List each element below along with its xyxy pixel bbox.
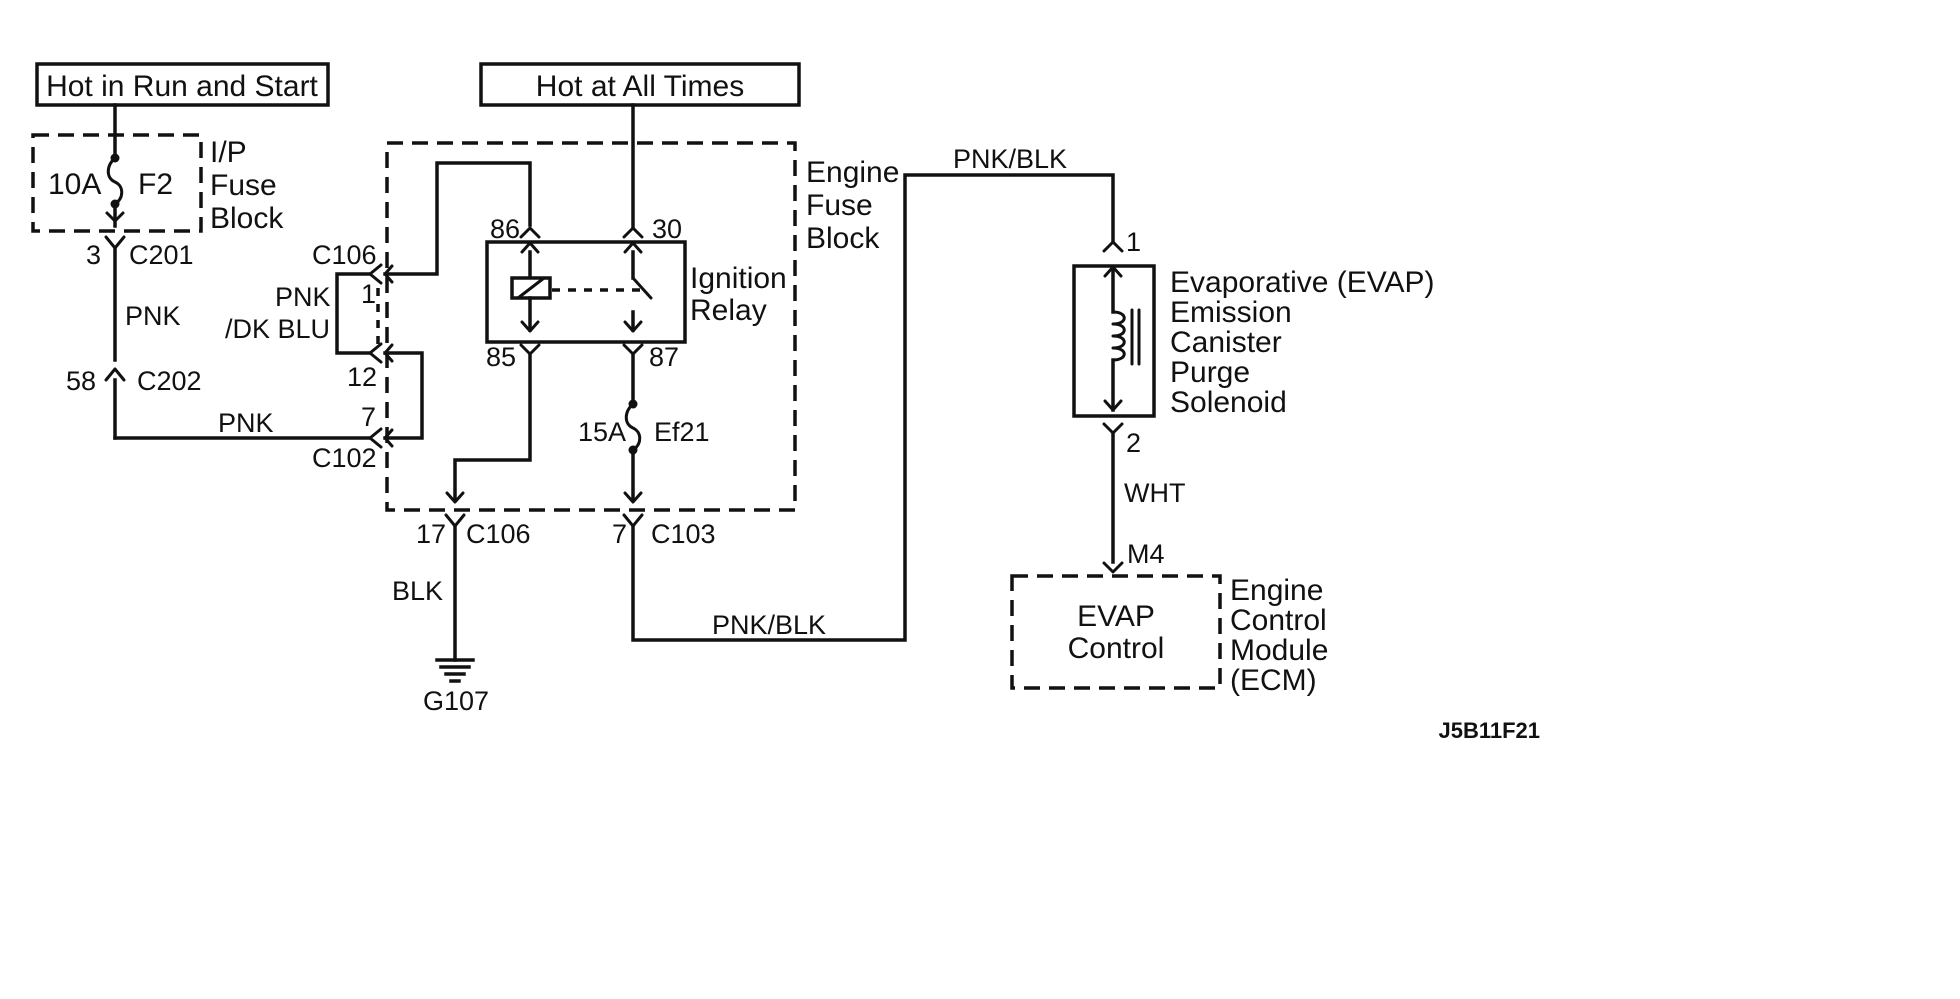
- ip-fuse-block-label-1: I/P: [210, 136, 247, 169]
- engine-fuse-block-label-2: Fuse: [806, 189, 873, 222]
- solenoid-coil-icon: [1111, 310, 1126, 362]
- c103-label: C103: [651, 519, 716, 549]
- c106-top-label: C106: [312, 240, 377, 270]
- solenoid-label-5: Solenoid: [1170, 386, 1287, 419]
- ecm-pin-m4: M4: [1127, 539, 1165, 569]
- engine-fuse-block-label-3: Block: [806, 222, 880, 255]
- c201-label: C201: [129, 240, 194, 270]
- power-all-times: Hot at All Times: [479, 62, 801, 107]
- c202-label: C202: [137, 366, 202, 396]
- ecm-inner-2: Control: [1068, 632, 1165, 665]
- c103-pin: 7: [612, 519, 627, 549]
- fuse-ef21-amps: 15A: [578, 417, 626, 447]
- relay-pin-85: 85: [486, 342, 516, 372]
- c106-bottom-label: C106: [466, 519, 531, 549]
- ip-fuse-block-label-2: Fuse: [210, 169, 277, 202]
- fuse-f2-icon: [106, 156, 124, 206]
- wire-pnk-dkblu-1: PNK: [275, 282, 331, 312]
- power-all-times-label: Hot at All Times: [536, 70, 744, 103]
- ecm-label-3: Module: [1230, 634, 1328, 667]
- fuse-f2-id: F2: [138, 168, 173, 201]
- solenoid-pin-1: 1: [1126, 227, 1141, 257]
- wire-pnk-blk-bottom: PNK/BLK: [712, 610, 826, 640]
- c102-label: C102: [312, 443, 377, 473]
- ip-fuse-block-label-3: Block: [210, 202, 284, 235]
- wire-pnk-dkblu-2: /DK BLU: [225, 314, 330, 344]
- ground-icon: [435, 658, 475, 683]
- c106-pin1: 1: [361, 279, 376, 309]
- evap-solenoid: 1 2 Evaporative (EVAP) Emission Canister…: [1072, 227, 1435, 458]
- power-run-start-label: Hot in Run and Start: [46, 70, 318, 103]
- relay-pin-30: 30: [652, 214, 682, 244]
- connector-c202-icon: [104, 367, 126, 382]
- relay-label-2: Relay: [690, 294, 767, 327]
- ground-label: G107: [423, 686, 489, 716]
- fuse-ef21-id: Ef21: [654, 417, 710, 447]
- ignition-relay: Ignition Relay 86 30 85 87: [485, 214, 787, 372]
- engine-fuse-block-label-1: Engine: [806, 156, 899, 189]
- wire-wht: WHT: [1124, 478, 1185, 508]
- ecm-label-1: Engine: [1230, 574, 1323, 607]
- c106-bottom-pin: 17: [416, 519, 446, 549]
- solenoid-label-2: Emission: [1170, 296, 1292, 329]
- ecm-label-2: Control: [1230, 604, 1327, 637]
- relay-label-1: Ignition: [690, 262, 787, 295]
- wire-pnk-horizontal: PNK: [218, 408, 274, 438]
- solenoid-label-4: Purge: [1170, 356, 1250, 389]
- connector-c102-icon: [368, 427, 383, 449]
- figure-id: J5B11F21: [1438, 718, 1540, 743]
- wire-blk: BLK: [392, 576, 443, 606]
- c106-pin12: 12: [347, 362, 377, 392]
- solenoid-pin-2: 2: [1126, 428, 1141, 458]
- wire-pnk-blk-top: PNK/BLK: [953, 144, 1067, 174]
- relay-pin-86: 86: [490, 214, 520, 244]
- power-run-start: Hot in Run and Start: [35, 62, 330, 107]
- ecm-module: EVAP Control Engine Control Module (ECM): [1010, 574, 1328, 697]
- solenoid-label-3: Canister: [1170, 326, 1282, 359]
- relay-pin-87: 87: [649, 342, 679, 372]
- wire-pnk-vertical: PNK: [125, 301, 181, 331]
- solenoid-label-1: Evaporative (EVAP): [1170, 266, 1435, 299]
- engine-fuse-block: Engine Fuse Block: [385, 141, 899, 512]
- c102-pin: 7: [361, 402, 376, 432]
- c201-pin: 3: [86, 240, 101, 270]
- fuse-ef21-icon: [624, 402, 642, 452]
- ecm-label-4: (ECM): [1230, 664, 1317, 697]
- c202-pin: 58: [66, 366, 96, 396]
- ip-fuse-block: I/P Fuse Block 10A F2: [31, 133, 284, 235]
- fuse-f2-amps: 10A: [48, 168, 101, 201]
- relay-switch-icon: [631, 276, 653, 300]
- ecm-inner-1: EVAP: [1077, 600, 1155, 633]
